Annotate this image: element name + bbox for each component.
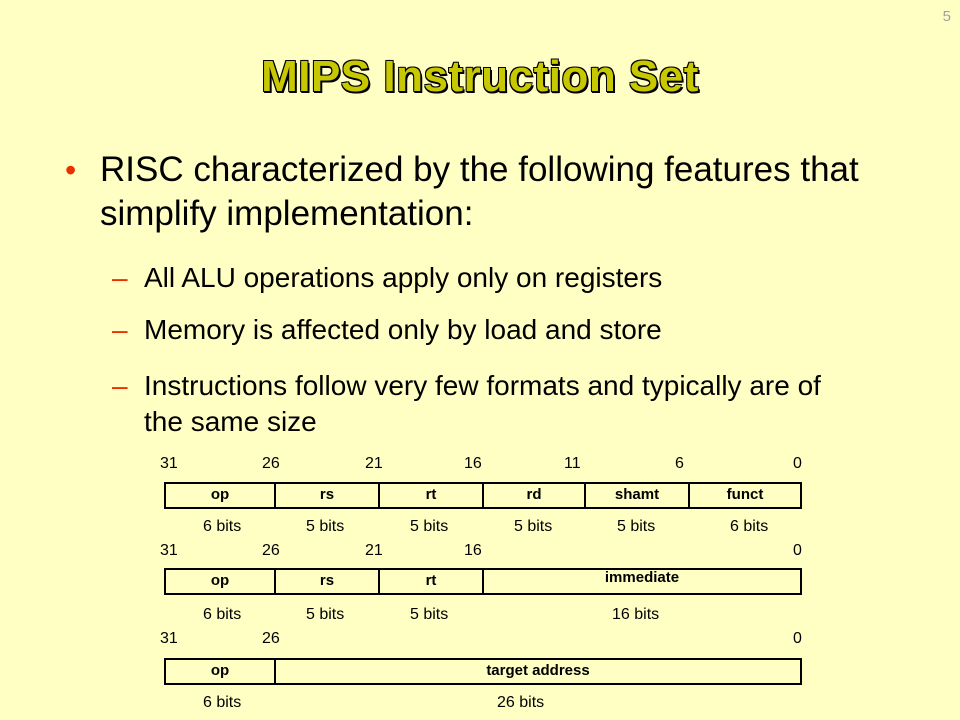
r-format-box: op rs rt rd shamt funct [164,482,802,509]
bit-position: 31 [160,455,178,472]
field-size: 16 bits [612,606,660,623]
slide-number: 5 [942,8,951,25]
sub-bullet-text: Memory is affected only by load and stor… [144,314,662,345]
field-size: 6 bits [730,518,769,535]
field-size: 6 bits [203,518,242,535]
field-op: op [166,484,276,507]
bit-position: 31 [160,542,178,559]
bullet-dot-icon: • [65,152,77,188]
field-size: 6 bits [203,694,242,711]
field-rt: rt [380,484,484,507]
bit-position: 16 [464,455,482,472]
bit-position: 0 [793,455,802,472]
field-size: 5 bits [306,606,345,623]
field-target-address: target address [486,662,590,679]
field-op: op [166,570,276,593]
j-format-box: op target address [164,658,802,685]
field-immediate: immediate [604,569,680,586]
field-size: 5 bits [410,518,449,535]
slide-title: MIPS Instruction Set [261,52,699,101]
field-size: 6 bits [203,606,242,623]
bit-position: 11 [564,455,581,472]
bit-position: 26 [262,542,280,559]
bit-position: 0 [793,630,802,647]
bit-position: 31 [160,630,178,647]
dash-icon: – [112,314,128,345]
bit-position: 21 [365,542,383,559]
field-size: 5 bits [514,518,553,535]
field-size: 26 bits [497,694,545,711]
bit-position: 16 [464,542,482,559]
bit-position: 0 [793,542,802,559]
sub-bullet-text: Instructions follow very few formats and… [144,370,821,437]
field-funct: funct [726,486,764,503]
field-rd: rd [484,484,586,507]
i-format-box: op rs rt immediate [164,568,802,595]
field-size: 5 bits [410,606,449,623]
field-size: 5 bits [306,518,345,535]
dash-icon: – [112,370,128,401]
bit-position: 26 [262,455,280,472]
bit-position: 6 [675,455,684,472]
field-op: op [166,660,276,683]
field-shamt: shamt [586,484,690,507]
field-rt: rt [380,570,484,593]
field-size: 5 bits [617,518,656,535]
bit-position: 26 [262,630,280,647]
sub-bullet-text: All ALU operations apply only on registe… [144,262,663,293]
bit-position: 21 [365,455,383,472]
field-rs: rs [276,484,380,507]
field-rs: rs [276,570,380,593]
main-bullet-text: RISC characterized by the following feat… [100,150,859,233]
dash-icon: – [112,262,128,293]
